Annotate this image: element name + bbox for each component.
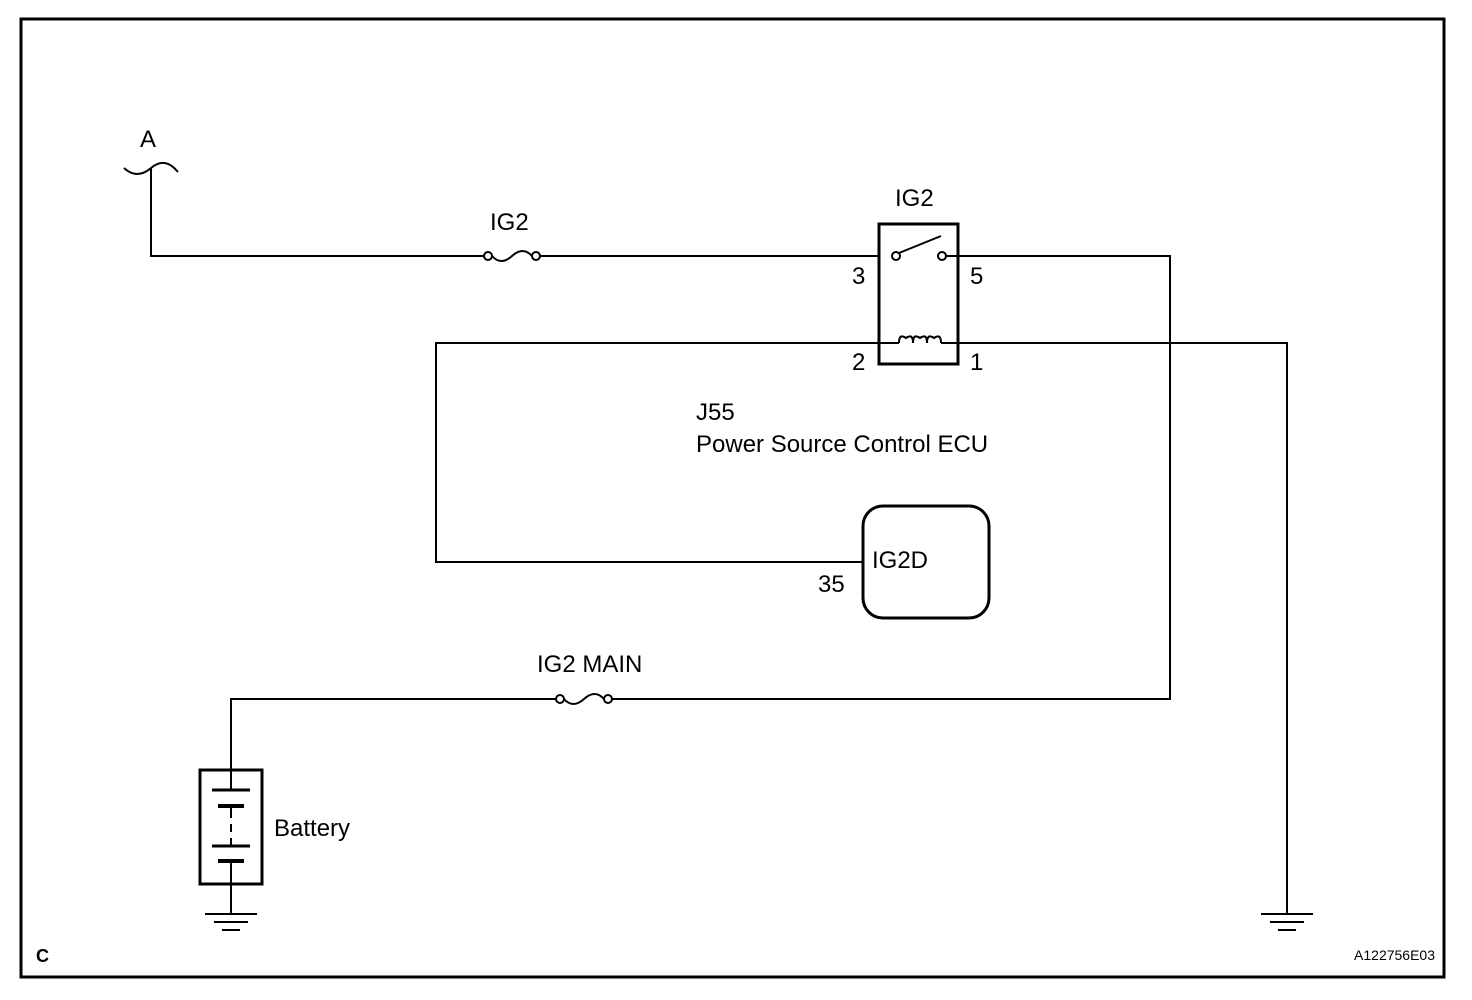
connector-a-label: A bbox=[140, 126, 156, 153]
wire-relay-pin5-to-main bbox=[612, 255, 1171, 700]
battery-label: Battery bbox=[274, 815, 350, 842]
fuse-ig2-main-label: IG2 MAIN bbox=[537, 651, 642, 678]
ecu-pin-label: 35 bbox=[818, 571, 845, 598]
fuse-ig2-symbol bbox=[483, 250, 541, 262]
battery-symbol bbox=[198, 768, 264, 886]
fuse-ig2-main-symbol bbox=[555, 693, 613, 705]
ig2-relay bbox=[877, 222, 960, 366]
ecu-ig2d-box bbox=[861, 504, 991, 620]
wire-main-to-battery bbox=[230, 698, 556, 770]
corner-code: C bbox=[36, 946, 49, 966]
figure-id: A122756E03 bbox=[1354, 947, 1435, 963]
ecu-id-label: J55 bbox=[696, 399, 735, 426]
wire-relay-pin1-to-ground bbox=[958, 342, 1288, 913]
relay-pin-1-label: 1 bbox=[970, 349, 983, 376]
ecu-name-label: Power Source Control ECU bbox=[696, 431, 988, 458]
relay-ground-icon bbox=[1261, 913, 1313, 931]
battery-ground-icon bbox=[205, 884, 257, 931]
relay-pin-2-label: 2 bbox=[852, 349, 865, 376]
wire-a-to-fuse bbox=[150, 168, 484, 257]
fuse-ig2-label: IG2 bbox=[490, 209, 529, 236]
diagram-frame bbox=[19, 17, 1446, 979]
relay-pin-3-label: 3 bbox=[852, 263, 865, 290]
relay-pin-5-label: 5 bbox=[970, 263, 983, 290]
wire-relay-pin2-to-ecu bbox=[435, 342, 879, 563]
relay-ig2-label: IG2 bbox=[895, 185, 934, 212]
ecu-terminal-label: IG2D bbox=[872, 547, 928, 574]
